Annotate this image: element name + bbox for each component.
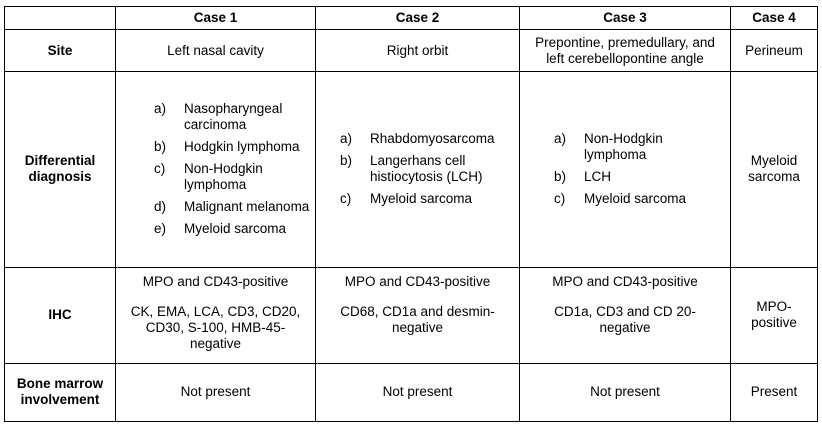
differential-case-3: a) Non-Hodgkin lymphoma b) LCH c) Myeloid sar…	[519, 71, 731, 268]
list-item: a) Nasopharyngeal carcinoma	[154, 101, 311, 133]
header-case-4: Case 4	[730, 5, 818, 31]
list-item-marker: e)	[154, 221, 167, 237]
header-case-1: Case 1	[115, 5, 316, 31]
bone-marrow-case-1: Not present	[115, 362, 316, 423]
list-item-marker: b)	[154, 139, 167, 155]
ihc-label: IHC	[4, 266, 116, 364]
list-item: a) Non-Hodgkin lymphoma	[554, 131, 724, 163]
differential-diagnosis-row: Differential diagnosis a) Nasopharyngeal …	[4, 71, 818, 268]
list-item-marker: b)	[554, 169, 567, 185]
site-row: Site Left nasal cavity Right orbit Prepo…	[4, 29, 818, 73]
ihc-case-2-positive: MPO and CD43-positive	[344, 273, 491, 289]
ihc-case-1-positive: MPO and CD43-positive	[142, 273, 289, 289]
list-item-text: Non-Hodgkin lymphoma	[584, 131, 663, 163]
list-item-text: Myeloid sarcoma	[184, 221, 287, 237]
list-item-text: Rhabdomyosarcoma	[370, 131, 495, 147]
list-item-marker: c)	[154, 161, 166, 177]
ihc-case-2-negative: CD68, CD1a and desmin-negative	[340, 303, 495, 335]
site-case-4: Perineum	[730, 29, 818, 73]
list-item-text: Hodgkin lymphoma	[184, 139, 300, 155]
ihc-case-2: MPO and CD43-positive CD68, CD1a and des…	[315, 266, 520, 364]
ihc-row: IHC MPO and CD43-positive CK, EMA, LCA, …	[4, 266, 818, 364]
bone-marrow-case-4: Present	[730, 362, 818, 423]
list-item-marker: a)	[340, 131, 353, 147]
header-corner	[4, 5, 116, 31]
bone-marrow-case-3: Not present	[519, 362, 731, 423]
list-item-text: Non-Hodgkin lymphoma	[184, 161, 263, 193]
list-item: b) Langerhans cell histiocytosis (LCH)	[340, 153, 513, 185]
ihc-case-4: MPO-positive	[730, 266, 818, 364]
ihc-case-3-negative: CD1a, CD3 and CD 20-negative	[554, 303, 696, 335]
list-item: b) Hodgkin lymphoma	[154, 139, 311, 155]
header-case-3: Case 3	[519, 5, 731, 31]
ihc-case-3-positive: MPO and CD43-positive	[552, 273, 698, 289]
site-case-3: Prepontine, premedullary, and left cereb…	[519, 29, 731, 73]
bone-marrow-label: Bone marrow involvement	[4, 362, 116, 423]
ihc-case-1: MPO and CD43-positive CK, EMA, LCA, CD3,…	[115, 266, 316, 364]
differential-list-case-3: a) Non-Hodgkin lymphoma b) LCH c) Myeloid sar…	[554, 131, 724, 207]
list-item-marker: c)	[554, 191, 566, 207]
list-item-text: Malignant melanoma	[184, 199, 310, 215]
list-item: d) Malignant melanoma	[154, 199, 311, 215]
bone-marrow-case-2: Not present	[315, 362, 520, 423]
list-item: c) Myeloid sarcoma	[340, 191, 513, 207]
list-item: c) Myeloid sarcoma	[554, 191, 724, 207]
list-item-text: Myeloid sarcoma	[584, 191, 687, 207]
list-item: e) Myeloid sarcoma	[154, 221, 311, 237]
list-item-text: Nasopharyngeal carcinoma	[184, 101, 283, 133]
list-item-marker: d)	[154, 199, 167, 215]
ihc-case-1-negative: CK, EMA, LCA, CD3, CD20, CD30, S-100, HM…	[130, 303, 301, 351]
differential-case-2: a) Rhabdomyosarcoma b) Langerhans cell hist…	[315, 71, 520, 268]
site-case-2: Right orbit	[315, 29, 520, 73]
list-item: b) LCH	[554, 169, 724, 185]
header-case-2: Case 2	[315, 5, 520, 31]
bone-marrow-row: Bone marrow involvement Not present Not …	[4, 362, 818, 423]
list-item-marker: a)	[554, 131, 567, 147]
list-item: a) Rhabdomyosarcoma	[340, 131, 513, 147]
differential-list-case-1: a) Nasopharyngeal carcinoma b) Hodgkin lymp…	[154, 101, 311, 237]
list-item: c) Non-Hodgkin lymphoma	[154, 161, 311, 193]
list-item-text: Myeloid sarcoma	[370, 191, 473, 207]
case-comparison-table: Case 1 Case 2 Case 3 Case 4 Site Left na…	[4, 5, 818, 423]
list-item-marker: c)	[340, 191, 352, 207]
differential-case-1: a) Nasopharyngeal carcinoma b) Hodgkin lymp…	[115, 71, 316, 268]
site-case-1: Left nasal cavity	[115, 29, 316, 73]
site-label: Site	[4, 29, 116, 73]
differential-case-4: Myeloid sarcoma	[730, 71, 818, 268]
list-item-text: LCH	[584, 169, 612, 185]
list-item-text: Langerhans cell histiocytosis (LCH)	[370, 153, 483, 185]
header-row: Case 1 Case 2 Case 3 Case 4	[4, 5, 818, 31]
differential-diagnosis-label: Differential diagnosis	[4, 71, 116, 268]
ihc-case-3: MPO and CD43-positive CD1a, CD3 and CD 2…	[519, 266, 731, 364]
list-item-marker: b)	[340, 153, 353, 169]
differential-list-case-2: a) Rhabdomyosarcoma b) Langerhans cell hist…	[340, 131, 513, 207]
list-item-marker: a)	[154, 101, 167, 117]
